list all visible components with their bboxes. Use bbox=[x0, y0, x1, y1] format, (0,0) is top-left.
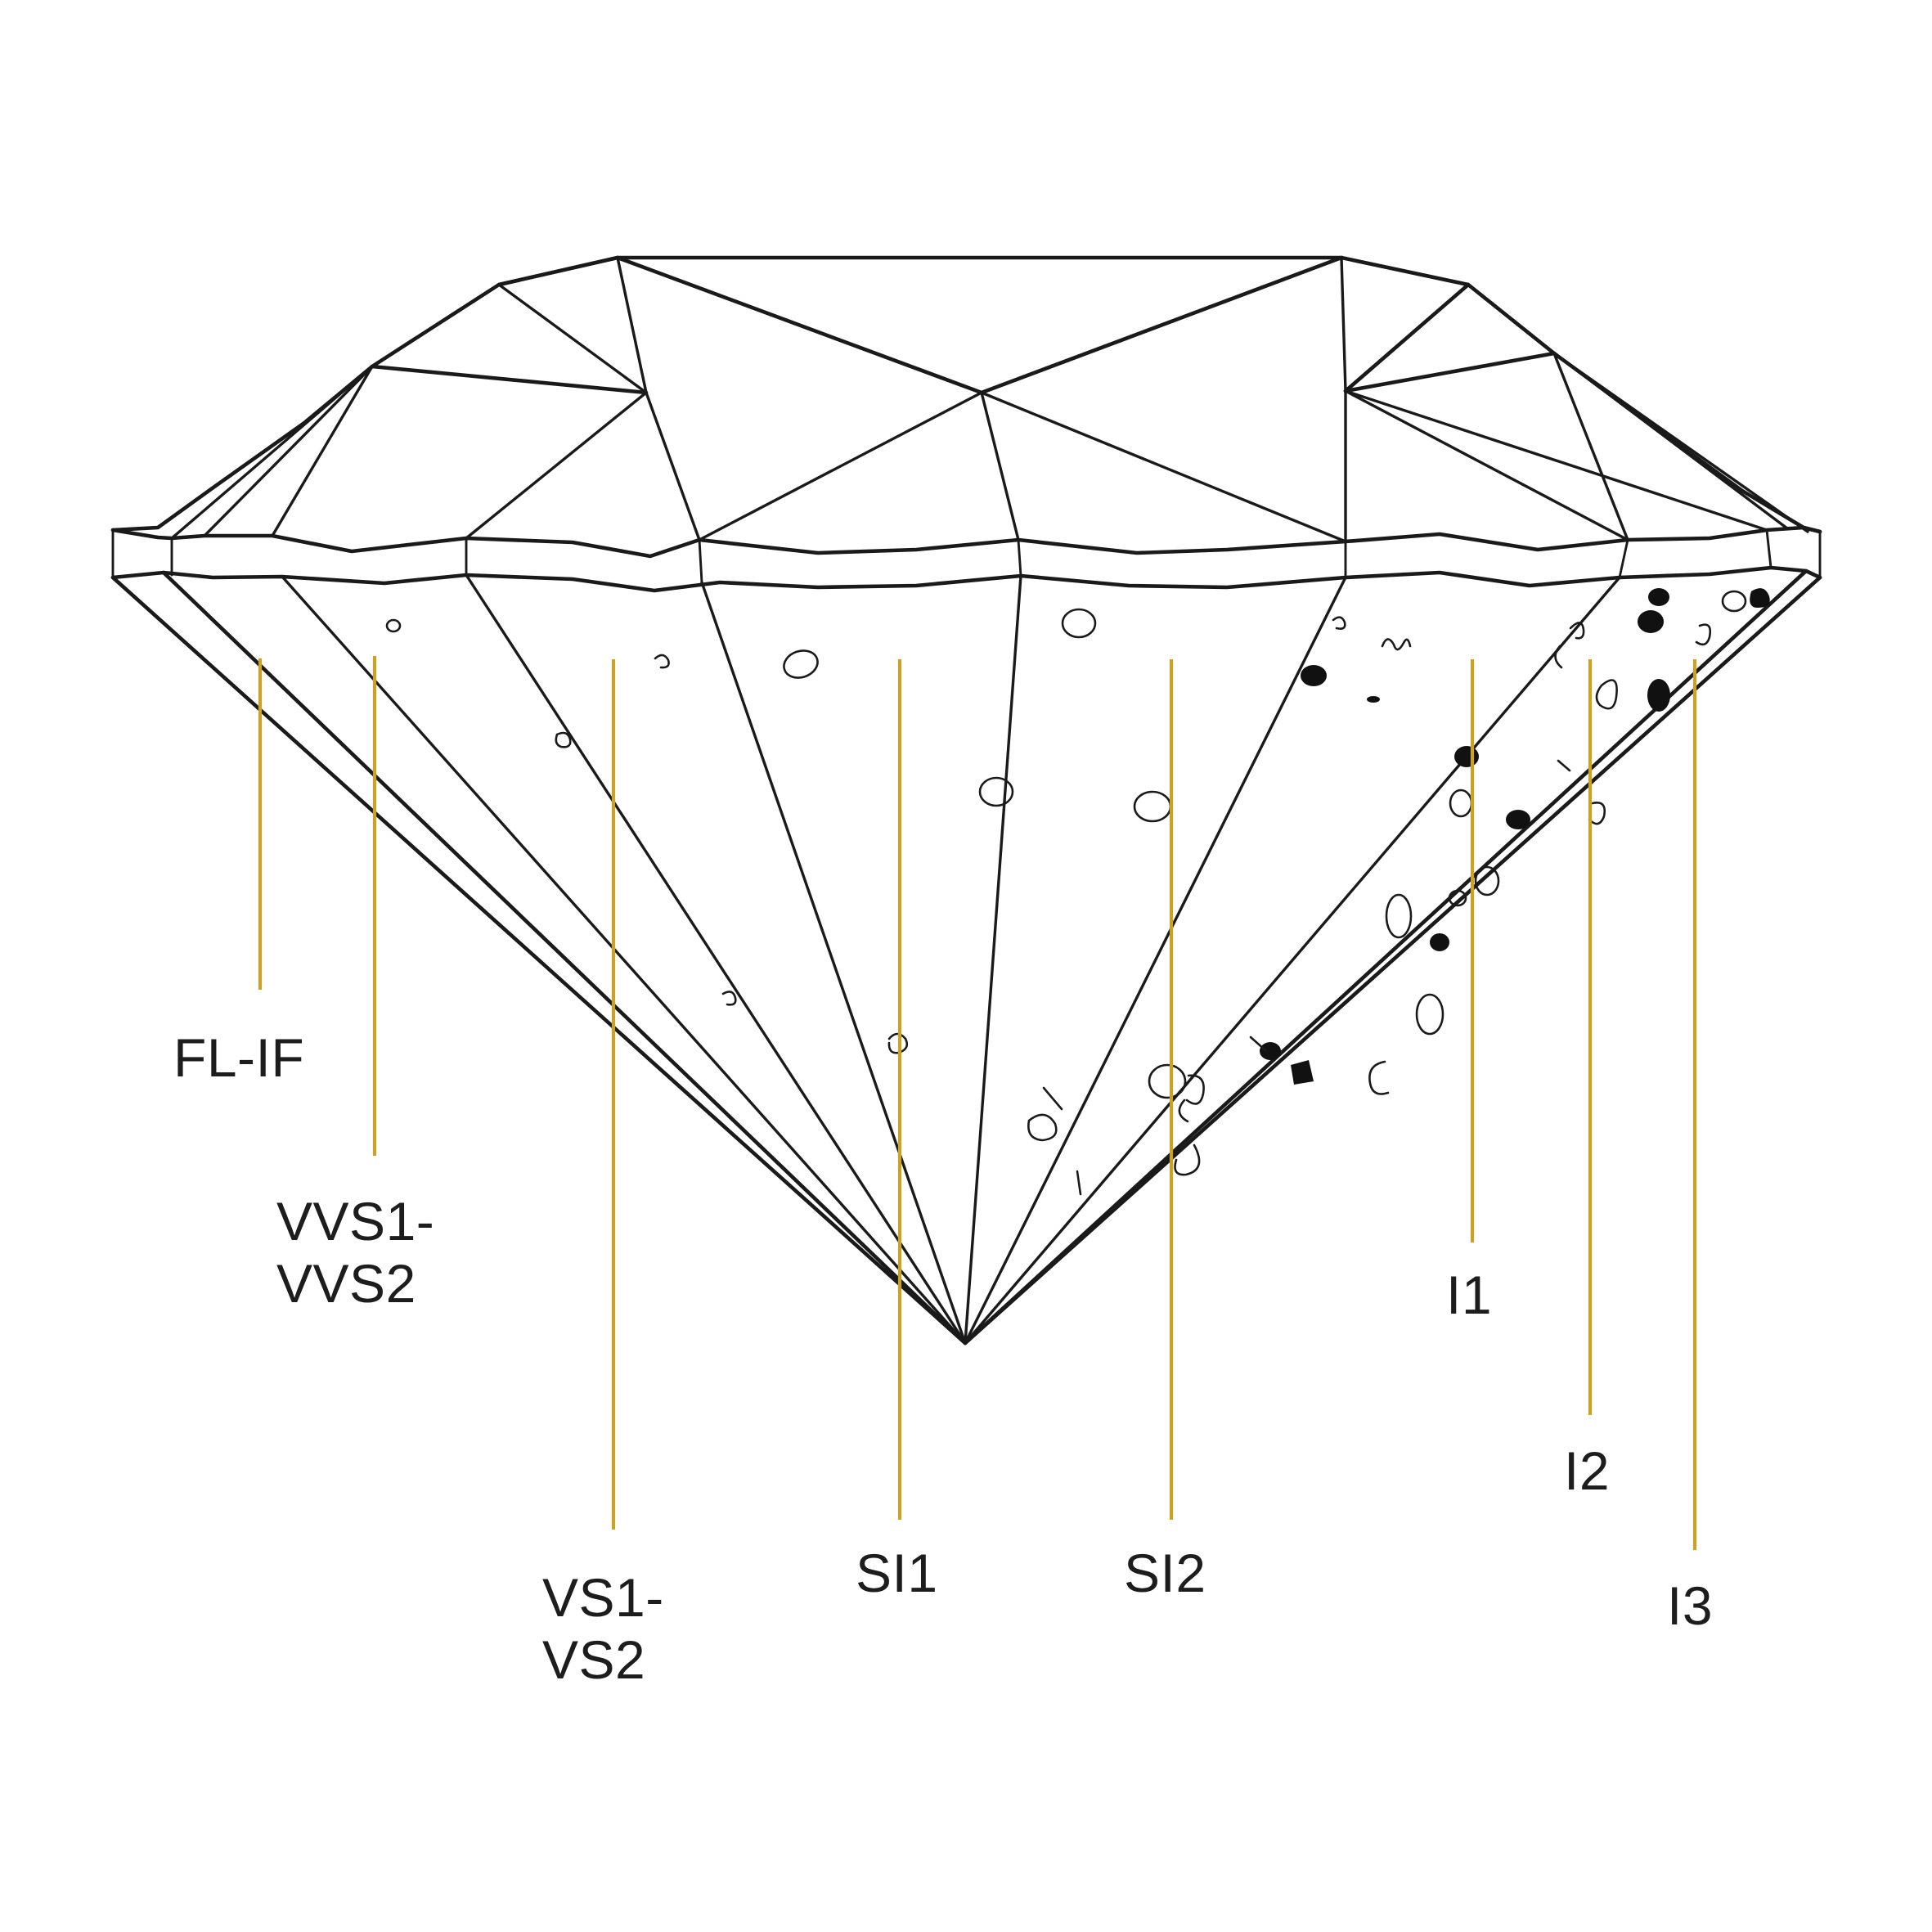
inclusion-squiggle bbox=[1332, 616, 1346, 630]
inclusion-squiggle bbox=[1174, 1143, 1201, 1176]
inclusion-open bbox=[1595, 679, 1618, 710]
crown-bezel-l3 bbox=[616, 256, 648, 394]
grade-label-si2: SI2 bbox=[1124, 1543, 1206, 1603]
inclusion-open bbox=[1133, 790, 1172, 823]
crown-ug-c3 bbox=[980, 391, 1347, 543]
inclusion-squiggle bbox=[1368, 1060, 1390, 1095]
inclusion-open bbox=[1027, 1113, 1058, 1142]
grade-label-vvs1-vvs2: VVS1- VVS2 bbox=[276, 1191, 435, 1314]
grade-label-i2: I2 bbox=[1564, 1440, 1611, 1501]
crown-upper-girdle-l2 bbox=[465, 391, 648, 540]
inclusion-squiggle bbox=[887, 1032, 909, 1054]
crown-ug-c2 bbox=[980, 391, 1020, 541]
inclusion-squiggle bbox=[1178, 1099, 1189, 1123]
inclusion-solid bbox=[1454, 746, 1479, 767]
girdle-band bbox=[110, 525, 1822, 593]
crown-bezel-l2 bbox=[203, 365, 374, 537]
inclusion-solid bbox=[1430, 933, 1449, 951]
inclusion-open bbox=[555, 731, 572, 748]
inclusion-solid bbox=[1301, 665, 1327, 686]
inclusion-squiggle bbox=[1554, 645, 1563, 669]
inclusion-solid bbox=[1638, 610, 1664, 633]
inclusion-squiggle bbox=[1569, 622, 1585, 640]
inclusion-line bbox=[1042, 1086, 1063, 1111]
inclusion-line bbox=[1249, 1036, 1267, 1052]
inclusion-squiggle bbox=[721, 991, 737, 1006]
inclusion-solid bbox=[1367, 696, 1380, 703]
grade-label-vs1-vs2: VS1- VS2 bbox=[542, 1567, 664, 1690]
crown-bezel-r3 bbox=[1340, 256, 1347, 393]
inclusion-open bbox=[1448, 889, 1467, 907]
inclusion-open bbox=[783, 649, 819, 679]
girdle-tick-3 bbox=[698, 538, 703, 584]
grade-leader-lines bbox=[258, 656, 1697, 1550]
inclusion-solid bbox=[1506, 810, 1530, 829]
crown-upper-girdle-l3 bbox=[645, 391, 701, 541]
crown-ug-r3 bbox=[1552, 352, 1629, 541]
crown-ug-r2 bbox=[1344, 389, 1768, 532]
inclusion-squiggle bbox=[1381, 638, 1412, 651]
inclusion-solid bbox=[1260, 1042, 1281, 1060]
pavilion-facets bbox=[110, 568, 1822, 1346]
crown-facets bbox=[110, 255, 1822, 543]
pavilion-outline-right-2 bbox=[963, 568, 1808, 1346]
pavilion-facet-r2 bbox=[964, 576, 1621, 1345]
pavilion-outline-right bbox=[963, 575, 1822, 1346]
crown-star-center-right bbox=[979, 255, 1344, 395]
inclusion-line bbox=[1076, 1170, 1082, 1196]
pavilion-facet-l2 bbox=[465, 573, 967, 1345]
girdle-tick-6 bbox=[1618, 538, 1629, 579]
pavilion-facet-r1 bbox=[964, 576, 1347, 1345]
inclusion-open bbox=[978, 776, 1014, 807]
crown-outline-left bbox=[110, 255, 620, 532]
pavilion-outline-left bbox=[110, 575, 968, 1346]
crown-upper-girdle-l1 bbox=[271, 365, 374, 537]
inclusion-squiggle bbox=[1185, 1074, 1205, 1105]
pavilion-facet-l3 bbox=[700, 581, 967, 1345]
grade-label-i3: I3 bbox=[1667, 1575, 1714, 1636]
inclusion-open bbox=[1449, 789, 1473, 818]
inclusion-solid bbox=[1291, 1060, 1314, 1085]
inclusion-open bbox=[1415, 993, 1445, 1036]
grade-label-si1: SI1 bbox=[856, 1543, 938, 1603]
inclusion-marks bbox=[385, 588, 1770, 1196]
crown-star-r1 bbox=[1343, 351, 1557, 393]
inclusion-solid bbox=[1648, 588, 1669, 606]
crown-star-center-left bbox=[615, 255, 984, 395]
crown-ug-r1 bbox=[1344, 389, 1629, 541]
crown-ug-c1 bbox=[698, 391, 983, 541]
crown-bezel-r2b bbox=[1552, 352, 1809, 533]
inclusion-open bbox=[1474, 865, 1500, 896]
inclusion-squiggle bbox=[1588, 802, 1606, 825]
grade-label-i1: I1 bbox=[1446, 1265, 1493, 1325]
crown-crest-a bbox=[496, 255, 620, 287]
grade-label-fl-if: FL-IF bbox=[173, 1027, 305, 1088]
crown-star-l1 bbox=[370, 364, 649, 395]
crown-bezel-r1 bbox=[1343, 282, 1471, 393]
girdle-tick-7 bbox=[1765, 528, 1772, 569]
inclusion-squiggle bbox=[654, 654, 670, 669]
inclusion-open bbox=[1061, 608, 1097, 639]
pavilion-facet-c1 bbox=[964, 574, 1022, 1345]
inclusion-open bbox=[1721, 590, 1747, 613]
crown-bezel-l1 bbox=[497, 283, 648, 394]
crown-crest-b bbox=[1340, 256, 1470, 286]
inclusion-line bbox=[1557, 759, 1571, 772]
girdle-tick-4 bbox=[1017, 538, 1022, 577]
inclusion-open bbox=[385, 618, 402, 633]
inclusion-squiggle bbox=[1695, 623, 1712, 646]
inclusion-open bbox=[1385, 893, 1413, 939]
pavilion-outline-left-2 bbox=[161, 570, 968, 1346]
pavilion-facet-l1 bbox=[281, 575, 967, 1345]
inclusion-open bbox=[1148, 1063, 1187, 1099]
crown-bezel-l2b bbox=[170, 365, 374, 540]
girdle-top-edge bbox=[110, 525, 1822, 559]
girdle-bottom-edge bbox=[110, 565, 1822, 593]
crown-bezel-r2 bbox=[1552, 352, 1789, 530]
inclusion-solid bbox=[1647, 679, 1670, 712]
inclusion-solid bbox=[1750, 588, 1770, 608]
